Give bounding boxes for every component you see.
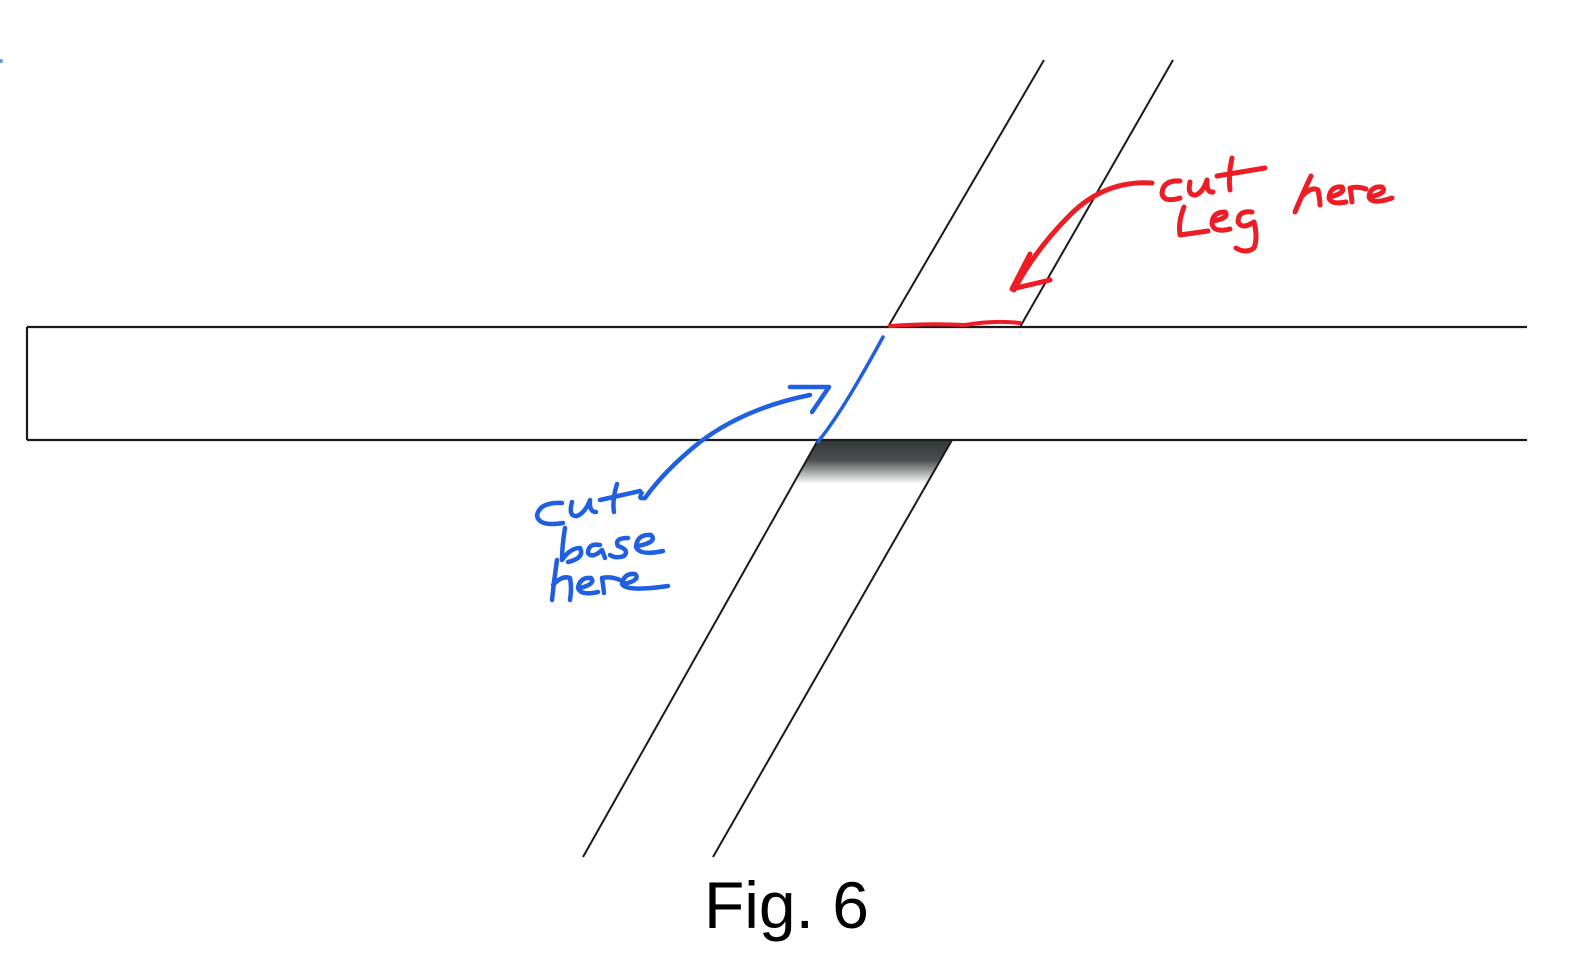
cut-base-text-u (568, 497, 599, 519)
cut-leg-text-t2 (1214, 165, 1268, 179)
stray-blue-mark (0, 59, 3, 63)
cut-base-text-h (549, 557, 574, 603)
cut-base-text-a (585, 542, 608, 561)
cut-base-arrow-shaft (642, 392, 813, 501)
leg-lower-left-edge (582, 439, 819, 858)
cut-leg-text-e3 (1366, 184, 1395, 204)
cut-base-text-e3 (619, 571, 671, 591)
figure-caption-text: Fig. 6 (703, 868, 870, 942)
cut-leg-text-u (1186, 177, 1216, 198)
cut-leg-text-r (1347, 184, 1369, 205)
cut-leg-text-e (1209, 209, 1233, 233)
cut-leg-arrow-shaft (1011, 180, 1155, 293)
cut-leg-text-h (1292, 173, 1323, 215)
cut-base-text-e (633, 532, 666, 556)
cut-leg-line (888, 319, 1022, 328)
cut-base-arrow-tail (638, 491, 647, 501)
figure-caption: Fig. 6 (0, 872, 1581, 938)
cut-leg-arrow-head (1009, 251, 1053, 292)
leg-shadow (795, 440, 952, 484)
leg-lower-right-edge (712, 439, 953, 858)
cut-base-text-s (607, 535, 631, 560)
cut-leg-annotation (888, 155, 1395, 328)
cut-leg-text-C (1159, 178, 1183, 203)
base-board (25, 325, 1527, 442)
cut-base-line (816, 335, 885, 444)
cut-base-text-b (559, 525, 584, 565)
cut-leg-text-L (1177, 204, 1211, 238)
cut-base-text-t2 (597, 488, 643, 503)
cut-base-annotation (534, 335, 885, 603)
cut-base-arrow-head (787, 384, 832, 415)
cut-leg-text-g (1233, 209, 1259, 254)
cut-base-text-r (599, 575, 623, 596)
cut-base-text-e2 (575, 575, 601, 596)
cut-base-text-C (534, 500, 566, 527)
cut-leg-text-e2 (1326, 184, 1349, 206)
leg-upper-left-edge (887, 59, 1045, 328)
